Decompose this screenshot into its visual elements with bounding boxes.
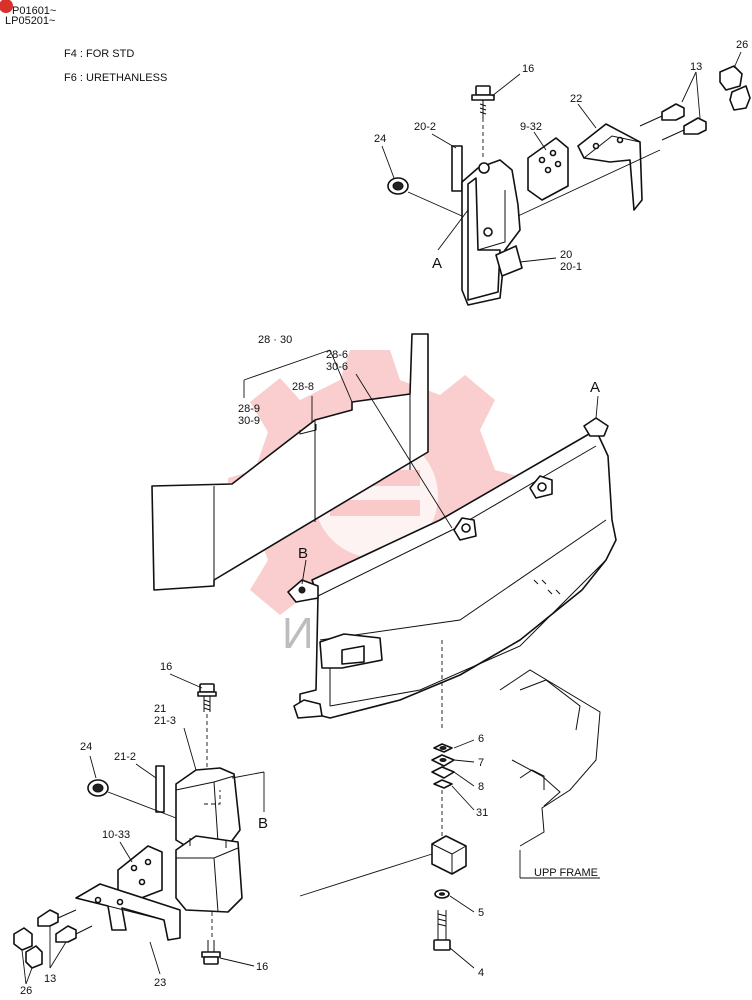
- callout-A-top: A: [432, 255, 442, 272]
- bolt-4: [433, 910, 451, 951]
- callout-26-top: 26: [736, 39, 748, 51]
- callout-26-bottom: 26: [20, 985, 32, 997]
- plate-9-32: [527, 137, 569, 201]
- callout-20-2: 20-2: [414, 121, 436, 133]
- callout-upp-frame: UPP FRAME: [534, 867, 598, 879]
- note-f4: F4 : FOR STD: [64, 48, 134, 60]
- plate-10-33: [117, 845, 163, 901]
- callout-31: 31: [476, 807, 488, 819]
- callout-23: 23: [154, 977, 166, 989]
- bushings-26-bottom: [13, 927, 43, 969]
- leader-lines: [21, 51, 742, 985]
- callout-7: 7: [478, 757, 484, 769]
- main-bracket-20: [461, 159, 523, 306]
- callout-21-3: 21-3: [154, 715, 176, 727]
- bolts-13-top: [639, 103, 707, 141]
- callout-28-9: 28-9: [238, 403, 260, 415]
- callout-5: 5: [478, 907, 484, 919]
- callout-20-1: 20-1: [560, 261, 582, 273]
- counterweight-body: [287, 417, 617, 719]
- callout-22: 22: [570, 93, 582, 105]
- callout-16-bottom-lower: 16: [256, 961, 268, 973]
- callout-13-bottom: 13: [44, 973, 56, 985]
- mount-body-21-3: [175, 835, 243, 913]
- bolts-13-bottom: [37, 909, 93, 943]
- bushing-24-top: [387, 177, 409, 195]
- callout-16-bottom-upper: 16: [160, 661, 172, 673]
- bracket-22: [577, 123, 643, 211]
- bushing-24-bottom: [87, 779, 109, 797]
- callout-9-32: 9-32: [520, 121, 542, 133]
- callout-30-9: 30-9: [238, 415, 260, 427]
- callout-B-bottom: B: [258, 815, 268, 832]
- strip-20-2-top: [451, 145, 463, 192]
- callout-30-6: 30-6: [326, 361, 348, 373]
- washer-6: [433, 743, 453, 753]
- callout-10-33: 10-33: [102, 829, 130, 841]
- callout-labels: 16 13 26 22 9-32 20-2 24 A 20 20-1 28 · …: [20, 39, 748, 997]
- cover-plate-28-30: [151, 333, 429, 591]
- serial-range-2: LP05201~: [5, 15, 55, 27]
- callout-8: 8: [478, 781, 484, 793]
- callout-20: 20: [560, 249, 572, 261]
- callout-13-top: 13: [690, 61, 702, 73]
- note-f6: F6 : URETHANLESS: [64, 72, 167, 84]
- bottom-left-assembly: [13, 683, 243, 969]
- spacer-31: [433, 779, 453, 789]
- upper-frame: [499, 669, 601, 847]
- block-mount: [431, 835, 467, 875]
- washer-8: [431, 766, 455, 779]
- washer-7: [431, 754, 455, 767]
- strip-21-2: [155, 765, 165, 813]
- serial-range-1: P01601~: [12, 5, 56, 17]
- leader-28-6: [355, 373, 453, 529]
- callout-4: 4: [478, 967, 484, 979]
- washer-5: [434, 889, 450, 899]
- bushings-26-top: [719, 65, 751, 111]
- callout-B-mid: B: [298, 545, 308, 562]
- callout-28-30: 28 · 30: [258, 334, 292, 346]
- callout-28-8: 28-8: [292, 381, 314, 393]
- top-bracket-assembly: [387, 65, 751, 306]
- callout-16-top: 16: [522, 63, 534, 75]
- callout-21-2: 21-2: [114, 751, 136, 763]
- rubber-mount-21: [175, 767, 241, 847]
- callout-28-6: 28-6: [326, 349, 348, 361]
- callout-24-bottom: 24: [80, 741, 92, 753]
- bolt-16-bottom-lower: [201, 912, 221, 965]
- bolt-16-bottom-upper: [197, 683, 217, 770]
- bolt-16-top: [471, 85, 495, 160]
- callout-6: 6: [478, 733, 484, 745]
- callout-A-mid: A: [590, 379, 600, 396]
- callout-24-top: 24: [374, 133, 386, 145]
- callout-21: 21: [154, 703, 166, 715]
- corner-marker: [0, 0, 13, 13]
- bracket-23: [75, 883, 181, 941]
